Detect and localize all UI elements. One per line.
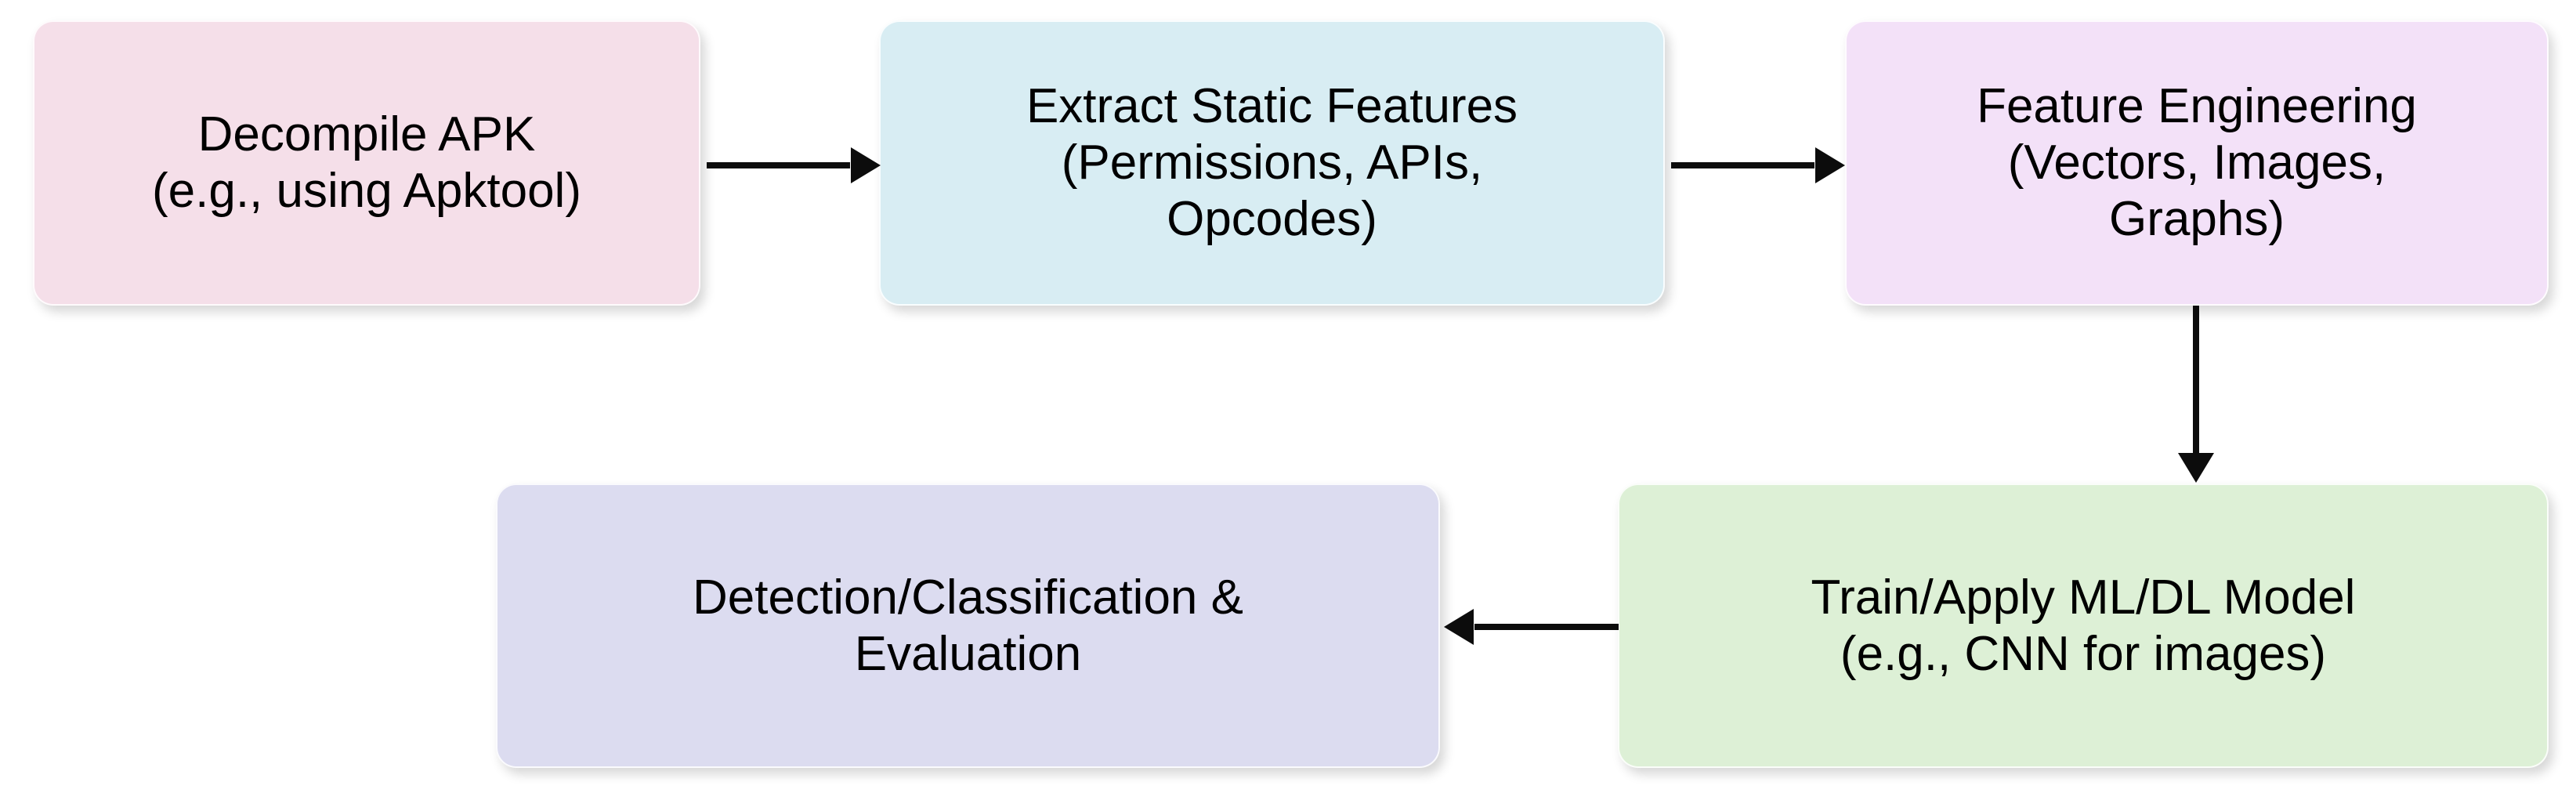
node-decompile-apk-label: Decompile APK (e.g., using Apktool) (152, 107, 581, 218)
node-feature-engineering-label: Feature Engineering (Vectors, Images, Gr… (1977, 79, 2417, 246)
arrow-right-icon (707, 147, 881, 183)
node-detection-classification-evaluation-label: Detection/Classification & Evaluation (693, 570, 1243, 681)
edge-extract-to-feature-engineering (1670, 138, 1848, 193)
node-extract-static-features-label: Extract Static Features (Permissions, AP… (1026, 79, 1518, 246)
node-decompile-apk[interactable]: Decompile APK (e.g., using Apktool) (33, 20, 700, 306)
arrow-right-icon (1671, 147, 1845, 183)
edge-decompile-to-extract (705, 138, 884, 193)
edge-train-model-to-detection (1442, 599, 1620, 654)
node-feature-engineering[interactable]: Feature Engineering (Vectors, Images, Gr… (1845, 20, 2549, 306)
node-extract-static-features[interactable]: Extract Static Features (Permissions, AP… (879, 20, 1665, 306)
arrow-down-icon (2178, 306, 2214, 483)
node-train-apply-ml-dl-model-label: Train/Apply ML/DL Model (e.g., CNN for i… (1811, 570, 2356, 681)
arrow-left-icon (1444, 609, 1619, 645)
node-detection-classification-evaluation[interactable]: Detection/Classification & Evaluation (496, 483, 1440, 768)
node-train-apply-ml-dl-model[interactable]: Train/Apply ML/DL Model (e.g., CNN for i… (1618, 483, 2549, 768)
edge-feature-engineering-to-train-model (2169, 304, 2223, 486)
